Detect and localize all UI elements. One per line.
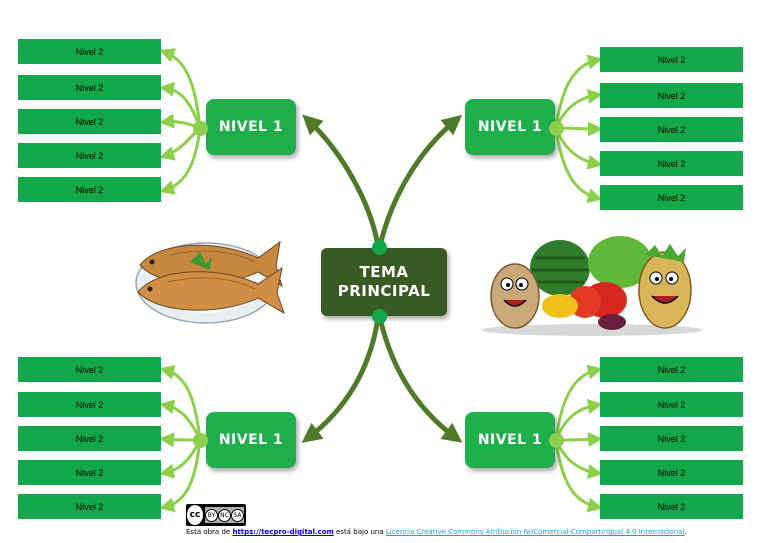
fish-on-plate-illustration	[135, 240, 285, 324]
nivel2-box[interactable]: Nivel 2	[18, 109, 161, 134]
central-topic-line2: PRINCIPAL	[337, 282, 431, 300]
nivel2-box[interactable]: Nivel 2	[600, 117, 743, 142]
arrow-center-bottom-right	[377, 315, 463, 443]
nivel2-box[interactable]: Nivel 2	[18, 39, 161, 64]
nivel2-box[interactable]: Nivel 2	[18, 426, 161, 451]
cc-icon: cc	[187, 505, 203, 525]
connector-dot	[549, 121, 564, 136]
nivel2-box[interactable]: Nivel 2	[18, 494, 161, 519]
nivel2-box[interactable]: Nivel 2	[600, 151, 743, 176]
nivel2-box[interactable]: Nivel 2	[600, 460, 743, 485]
connector-dot	[193, 121, 208, 136]
nivel2-box[interactable]: Nivel 2	[18, 143, 161, 168]
connector-dot	[372, 240, 387, 255]
license-link[interactable]: Licencia Creative Commons Atribución-NoC…	[385, 528, 685, 536]
nivel2-box[interactable]: Nivel 2	[18, 392, 161, 417]
attribution-icon: BY	[205, 508, 218, 522]
vegetables-illustration	[482, 236, 702, 336]
creative-commons-badge[interactable]: cc BY NC SA	[186, 504, 246, 526]
nivel2-box[interactable]: Nivel 2	[600, 83, 743, 108]
central-topic-line1: TEMA	[359, 263, 409, 281]
nivel2-box[interactable]: Nivel 2	[600, 494, 743, 519]
nivel2-box[interactable]: Nivel 2	[18, 460, 161, 485]
noncommercial-icon: NC	[218, 508, 231, 522]
license-prefix: Esta obra de	[186, 528, 233, 536]
nivel1-box-bottom-right[interactable]: NIVEL 1	[465, 412, 555, 468]
nivel1-box-top-left[interactable]: NIVEL 1	[206, 99, 296, 155]
arrow-center-top-left	[302, 114, 381, 249]
nivel2-box[interactable]: Nivel 2	[600, 357, 743, 382]
arrow-center-bottom-left	[301, 315, 381, 443]
connector-dot	[372, 309, 387, 324]
nivel2-box[interactable]: Nivel 2	[18, 177, 161, 202]
license-suffix: .	[684, 528, 687, 536]
arrow-center-top-right	[377, 114, 463, 249]
connector-dot	[193, 433, 208, 448]
nivel2-box[interactable]: Nivel 2	[600, 47, 743, 72]
site-link[interactable]: https://tecpro-digital.com	[232, 528, 334, 536]
connector-dot	[549, 433, 564, 448]
license-footer: cc BY NC SA Esta obra de https://tecpro-…	[186, 504, 746, 540]
nivel1-box-top-right[interactable]: NIVEL 1	[465, 99, 555, 155]
license-text: Esta obra de https://tecpro-digital.com …	[186, 528, 687, 536]
nivel2-box[interactable]: Nivel 2	[18, 75, 161, 100]
nivel2-box[interactable]: Nivel 2	[600, 185, 743, 210]
main-arrows	[301, 114, 463, 443]
nivel2-box[interactable]: Nivel 2	[600, 426, 743, 451]
nivel2-box[interactable]: Nivel 2	[600, 392, 743, 417]
nivel1-box-bottom-left[interactable]: NIVEL 1	[206, 412, 296, 468]
nivel2-box[interactable]: Nivel 2	[18, 357, 161, 382]
license-middle: está bajo una	[333, 528, 386, 536]
sharealike-icon: SA	[231, 508, 244, 522]
central-topic[interactable]: TEMA PRINCIPAL	[321, 248, 447, 316]
